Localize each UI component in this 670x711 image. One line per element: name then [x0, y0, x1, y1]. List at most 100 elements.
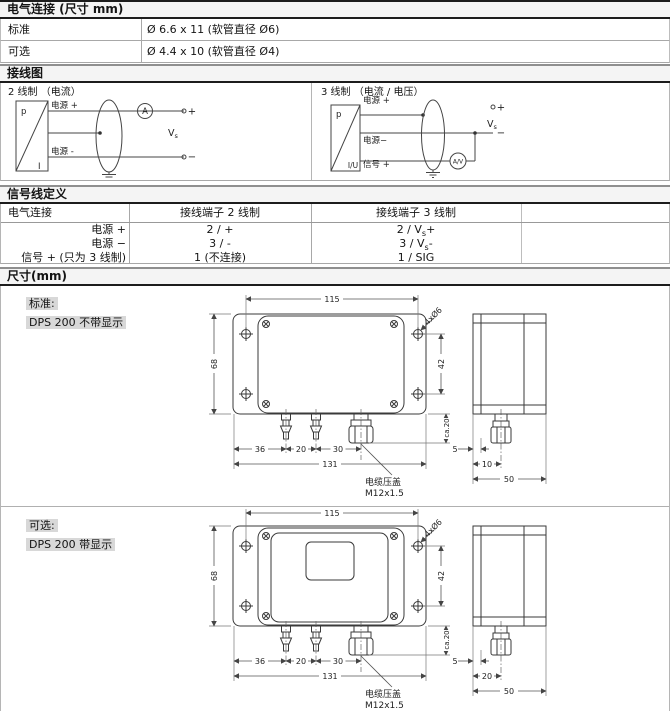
box-label-iu: I/U: [348, 161, 358, 170]
terminal-3wire: 1 / SIG: [397, 251, 435, 264]
diagram-caption: 3 线制 （电流 / 电压）: [321, 85, 423, 98]
supply-plus-label: 电源 +: [51, 100, 78, 111]
signal-label: 电源 +: [91, 223, 126, 236]
minus-sign: −: [188, 152, 196, 163]
wire-junction-dot: [473, 131, 477, 135]
svg-text:115: 115: [324, 509, 339, 518]
diagram-caption: 2 线制 （电流）: [8, 85, 81, 98]
svg-text:42: 42: [437, 359, 446, 369]
svg-text:20: 20: [296, 445, 306, 454]
svg-text:30: 30: [333, 445, 343, 454]
gland-note-line2: M12x1.5: [365, 701, 404, 711]
side-view: [472, 525, 547, 627]
svg-text:5: 5: [452, 445, 457, 454]
variant-name: DPS 200 不带显示: [26, 316, 127, 329]
mounting-hole-icons: [239, 327, 425, 401]
svg-text:115: 115: [324, 295, 339, 304]
hose-nozzles: [279, 625, 323, 652]
mounting-hole-icons: [239, 539, 425, 613]
svg-text:5: 5: [452, 657, 457, 666]
dimension-labels: 115 68 42 4xØ6 36 20 30 131 ca.20 5 10 5…: [208, 293, 518, 499]
section-title: 电气连接 (尺寸 mm): [7, 2, 124, 16]
gland-note-line1: 电缆压盖: [365, 476, 401, 488]
terminal-3wire: 3 / Vs-: [399, 237, 433, 253]
supply-minus-label: 电源 -: [51, 146, 74, 157]
svg-text:A: A: [142, 107, 148, 117]
hose-nozzles: [279, 413, 323, 440]
section-header-dimensions: 尺寸(mm): [0, 267, 670, 286]
panel-divider: [311, 83, 312, 180]
box-label-p: p: [336, 110, 341, 120]
svg-text:ca.20: ca.20: [443, 418, 451, 437]
terminal-2wire: 3 / -: [209, 237, 231, 250]
terminal-plus: [181, 108, 187, 114]
terminal-2wire: 1 (不连接): [193, 251, 247, 264]
col-header: 接线端子 2 线制: [180, 206, 260, 219]
section-header-signals: 信号线定义: [0, 185, 670, 204]
wires: [360, 114, 493, 162]
section-title: 接线图: [7, 66, 44, 80]
display-window: [305, 541, 355, 581]
dimensions-panel: 标准: DPS 200 不带显示: [0, 286, 670, 711]
svg-text:50: 50: [504, 475, 514, 484]
svg-text:36: 36: [255, 445, 265, 454]
variant-tag: 标准:: [26, 297, 58, 310]
ground-icon: [102, 172, 116, 178]
front-view: [232, 313, 427, 415]
dimension-drawing-standard: 115 68 42 4xØ6 36 20 30 131 ca.20 5 10 5…: [208, 293, 547, 499]
svg-text:131: 131: [322, 672, 337, 681]
terminal-3wire: 2 / Vs+: [396, 223, 436, 239]
variant-label-standard: 标准: DPS 200 不带显示: [26, 292, 127, 330]
column-divider: [129, 204, 130, 263]
signal-plus-label: 信号 +: [363, 159, 390, 170]
column-divider: [141, 41, 142, 62]
terminal-plus: [490, 104, 496, 110]
minus-sign: −: [497, 128, 505, 139]
row-value: Ø 6.6 x 11 (软管直径 Ø6): [147, 23, 280, 36]
column-divider: [141, 19, 142, 40]
variant-label-optional: 可选: DPS 200 带显示: [26, 514, 116, 552]
section-title: 尺寸(mm): [7, 269, 67, 283]
section-title: 信号线定义: [7, 187, 68, 201]
row-label: 标准: [8, 23, 30, 36]
svg-text:10: 10: [482, 460, 492, 469]
svg-text:ca.20: ca.20: [443, 630, 451, 649]
column-divider: [521, 204, 522, 263]
svg-text:36: 36: [255, 657, 265, 666]
section-header-wiring: 接线图: [0, 64, 670, 83]
terminal-minus: [181, 154, 187, 160]
svg-text:4xØ6: 4xØ6: [422, 305, 444, 327]
shield-junction-dot: [98, 131, 102, 135]
three-wire-diagram: 3 线制 （电流 / 电压） p I/U: [321, 85, 505, 178]
dimension-labels: 115 68 42 4xØ6 36 20 30 131 ca.20 5 20 5…: [208, 508, 518, 711]
svg-text:20: 20: [296, 657, 306, 666]
variant-name: DPS 200 带显示: [26, 538, 116, 551]
svg-text:68: 68: [210, 359, 219, 369]
ground-icon: [426, 170, 440, 178]
svg-text:50: 50: [504, 687, 514, 696]
gland-note-line2: M12x1.5: [365, 489, 404, 499]
cable-gland-side: [490, 625, 512, 656]
front-view: [232, 525, 427, 627]
column-divider: [311, 204, 312, 263]
row-label: 可选: [8, 45, 30, 58]
vs-label: Vs: [487, 119, 498, 131]
panel-divider: [1, 506, 669, 507]
col-header: 电气连接: [8, 206, 52, 219]
ammeter-icon: A: [137, 103, 153, 119]
signals-row: 电源 + 2 / + 2 / Vs+: [1, 223, 669, 239]
plus-sign: +: [188, 107, 196, 118]
terminal-2wire: 2 / +: [206, 223, 234, 236]
screw-icons: [262, 320, 398, 408]
signals-table: 电气连接 接线端子 2 线制 接线端子 3 线制 电源 + 2 / + 2 / …: [0, 204, 670, 264]
screw-icons: [262, 532, 398, 620]
svg-text:131: 131: [322, 460, 337, 469]
side-view: [472, 313, 547, 415]
row-value: Ø 4.4 x 10 (软管直径 Ø4): [147, 45, 280, 58]
transmitter-box: [330, 104, 361, 172]
box-label-i: I: [38, 162, 41, 172]
svg-text:68: 68: [210, 571, 219, 581]
av-meter-icon: A/V: [449, 152, 467, 170]
signal-label: 电源 −: [91, 237, 126, 250]
